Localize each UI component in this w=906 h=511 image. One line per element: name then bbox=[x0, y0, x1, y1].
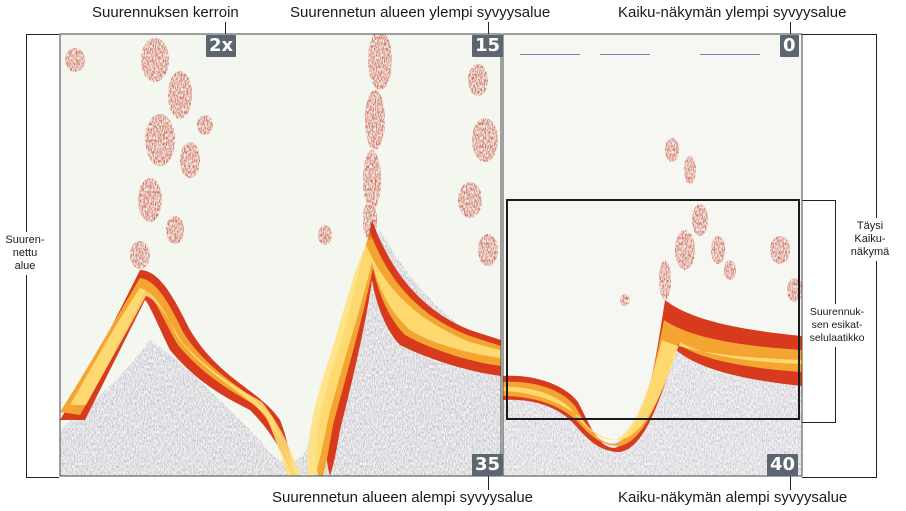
sonar-lower-range-label: Kaiku-näkymän alempi syvyysalue bbox=[618, 489, 848, 506]
zoom-level-badge: 2x bbox=[206, 35, 237, 57]
zoomed-upper-range-label: Suurennetun alueen ylempi syvyysalue bbox=[290, 4, 551, 21]
zoom-preview-box-label: Suurennuk- sen esikat- selulaatikko bbox=[804, 304, 870, 347]
sonar-panel-echoes bbox=[503, 54, 802, 476]
zoom-upper-depth-badge: 15 bbox=[472, 35, 504, 57]
sonar-upper-range-label: Kaiku-näkymän ylempi syvyysalue bbox=[618, 4, 847, 21]
zoomed-area-label: Suuren- nettu alue bbox=[2, 232, 48, 275]
leader-zoomed-lower bbox=[488, 476, 489, 490]
zoom-panel-echoes bbox=[60, 34, 501, 476]
leader-sonar-upper bbox=[790, 22, 791, 36]
zoom-lower-depth-badge: 35 bbox=[472, 454, 504, 476]
zoomed-lower-range-label: Suurennetun alueen alempi syvyysalue bbox=[272, 489, 533, 506]
zoom-preview-box[interactable] bbox=[506, 199, 800, 420]
full-sonar-view-label: Täysi Kaiku- näkymä bbox=[836, 218, 904, 261]
leader-zoom-factor bbox=[225, 22, 226, 36]
leader-zoomed-upper bbox=[488, 22, 489, 36]
sonar-upper-depth-badge: 0 bbox=[780, 35, 799, 57]
leader-sonar-lower bbox=[790, 476, 791, 490]
zoom-factor-label: Suurennuksen kerroin bbox=[92, 4, 239, 21]
sonar-lower-depth-badge: 40 bbox=[767, 454, 799, 476]
